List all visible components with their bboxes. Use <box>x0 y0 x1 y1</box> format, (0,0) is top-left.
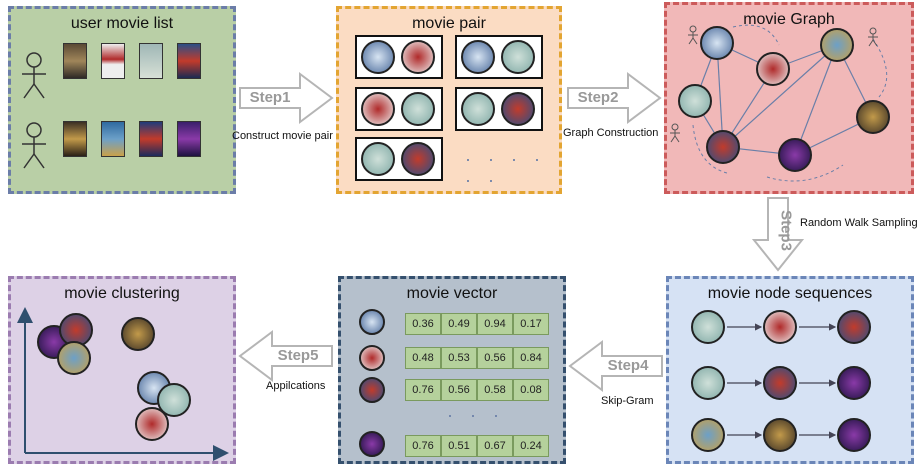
step4-label: Step4 <box>607 357 649 374</box>
movie-node-icon <box>135 407 169 441</box>
movie-node-icon <box>691 418 725 452</box>
user-movie-list-panel: user movie list <box>8 6 236 194</box>
step4-caption: Skip-Gram <box>601 395 654 407</box>
axes-icon <box>17 307 229 461</box>
movie-graph-panel: movie Graph <box>664 2 914 194</box>
vector-cell: 0.48 <box>405 347 441 369</box>
movie-node-icon <box>401 92 435 126</box>
block-arrow-icon <box>239 72 334 124</box>
user-icon <box>22 122 46 169</box>
poster-icon <box>139 121 163 157</box>
step2-caption: Graph Construction <box>563 127 659 139</box>
movie-node-icon <box>691 310 725 344</box>
movie-node-icon <box>461 40 495 74</box>
movie-node-icon <box>361 92 395 126</box>
movie-node-icon <box>700 26 734 60</box>
movie-node-icon <box>359 377 385 403</box>
movie-node-icon <box>763 310 797 344</box>
vector-cell: 0.17 <box>513 313 549 335</box>
pair-ellipsis: · · · · · · <box>465 149 546 190</box>
step1-caption: Construct movie pair <box>232 130 333 142</box>
movie-node-icon <box>359 431 385 457</box>
panel-title-movie-vector: movie vector <box>406 285 498 302</box>
movie-node-icon <box>837 418 871 452</box>
vector-cell: 0.53 <box>441 347 477 369</box>
movie-node-icon <box>856 100 890 134</box>
poster-icon <box>63 43 87 79</box>
block-arrow-icon <box>752 197 804 272</box>
panel-title-movie-clustering: movie clustering <box>64 285 180 302</box>
movie-node-icon <box>461 92 495 126</box>
vector-cell: 0.67 <box>477 435 513 457</box>
movie-node-icon <box>837 366 871 400</box>
block-arrow-icon <box>568 340 663 392</box>
vector-cell: 0.76 <box>405 379 441 401</box>
vector-cell: 0.08 <box>513 379 549 401</box>
panel-title-movie-node-sequences: movie node sequences <box>707 285 873 302</box>
movie-node-icon <box>121 317 155 351</box>
user-icon <box>868 27 878 47</box>
movie-node-icon <box>361 40 395 74</box>
step5-caption: Appilcations <box>266 380 326 392</box>
movie-node-icon <box>501 92 535 126</box>
movie-node-icon <box>501 40 535 74</box>
poster-icon <box>177 43 201 79</box>
movie-node-icon <box>401 142 435 176</box>
movie-node-icon <box>359 345 385 371</box>
vector-cell: 0.84 <box>513 347 549 369</box>
step3-label: Step3 <box>777 210 795 251</box>
movie-pair-box <box>355 35 443 79</box>
sequence-edges <box>727 323 837 439</box>
poster-icon <box>63 121 87 157</box>
block-arrow-icon <box>238 330 333 382</box>
user-icon <box>22 52 46 99</box>
movie-node-icon <box>401 40 435 74</box>
vector-cell: 0.51 <box>441 435 477 457</box>
block-arrow-icon <box>567 72 662 124</box>
step3-caption: Random Walk Sampling <box>800 217 918 229</box>
movie-node-icon <box>678 84 712 118</box>
movie-node-icon <box>706 130 740 164</box>
vector-ellipsis: · · · <box>447 405 505 425</box>
movie-node-icon <box>820 28 854 62</box>
poster-icon <box>177 121 201 157</box>
poster-icon <box>139 43 163 79</box>
movie-node-icon <box>691 366 725 400</box>
movie-pair-panel: movie pair · · · · · · <box>336 6 562 194</box>
step5-label: Step5 <box>277 347 319 364</box>
vector-cell: 0.94 <box>477 313 513 335</box>
movie-node-icon <box>763 418 797 452</box>
movie-node-icon <box>837 310 871 344</box>
movie-pair-box <box>355 87 443 131</box>
vector-cell: 0.56 <box>477 347 513 369</box>
step1-label: Step1 <box>249 89 291 106</box>
vector-cell: 0.76 <box>405 435 441 457</box>
panel-title-user-movie-list: user movie list <box>70 15 174 32</box>
movie-node-icon <box>763 366 797 400</box>
movie-node-icon <box>361 142 395 176</box>
poster-icon <box>101 43 125 79</box>
panel-title-movie-graph: movie Graph <box>743 11 835 28</box>
movie-clustering-panel: movie clustering <box>8 276 236 464</box>
poster-icon <box>101 121 125 157</box>
user-icon <box>688 25 698 45</box>
panel-title-movie-pair: movie pair <box>412 15 486 32</box>
movie-node-icon <box>778 138 812 172</box>
movie-node-sequences-panel: movie node sequences <box>666 276 914 464</box>
movie-pair-box <box>455 35 543 79</box>
movie-node-icon <box>57 341 91 375</box>
vector-cell: 0.36 <box>405 313 441 335</box>
vector-cell: 0.56 <box>441 379 477 401</box>
movie-pair-box <box>355 137 443 181</box>
movie-node-icon <box>359 309 385 335</box>
vector-cell: 0.49 <box>441 313 477 335</box>
movie-node-icon <box>756 52 790 86</box>
user-icon <box>670 123 680 143</box>
vector-cell: 0.24 <box>513 435 549 457</box>
vector-cell: 0.58 <box>477 379 513 401</box>
movie-pair-box <box>455 87 543 131</box>
step2-label: Step2 <box>577 89 619 106</box>
movie-vector-panel: movie vector 0.36 0.49 0.94 0.17 0.48 0.… <box>338 276 566 464</box>
